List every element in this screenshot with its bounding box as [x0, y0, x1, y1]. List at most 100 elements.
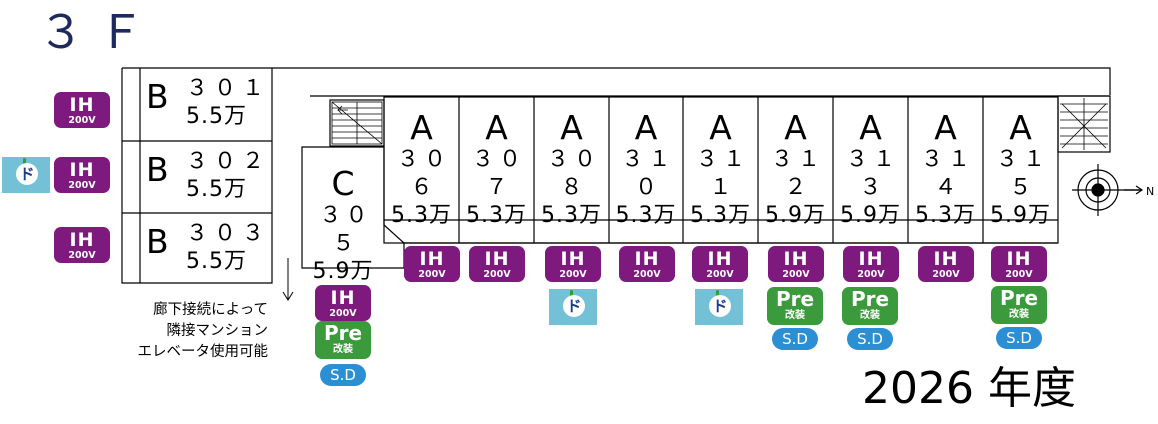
pre-sub: 改装	[785, 310, 805, 321]
ih-voltage: 200V	[559, 269, 587, 280]
smart-door-icon: ド	[549, 289, 597, 325]
room-number: ３０８	[546, 147, 601, 200]
room-number: ３０６	[396, 147, 451, 200]
room-rent: 5.5万	[186, 249, 247, 274]
room-314[interactable]: A ３１４ 5.3万	[908, 110, 983, 230]
ih-label: IH	[783, 248, 809, 270]
corridor-note: 廊下接続によって 隣接マンション エレベータ使用可能	[108, 300, 269, 363]
sd-badge: S.D	[996, 327, 1042, 349]
room-type: A	[859, 108, 882, 147]
room-rent: 5.9万	[312, 259, 374, 284]
ih-voltage: 200V	[418, 269, 446, 280]
room-rent: 5.3万	[615, 203, 677, 228]
room-303[interactable]: B ３０３ 5.5万	[140, 213, 272, 283]
room-type: A	[784, 108, 807, 147]
room-type: A	[634, 108, 658, 147]
room-rent: 5.3万	[915, 203, 976, 228]
ih-label: IH	[69, 229, 95, 251]
room-type: A	[485, 108, 508, 147]
ih-label: IH	[560, 248, 586, 270]
ih-voltage: 200V	[68, 250, 96, 261]
compass-label: N	[1146, 185, 1154, 198]
room-311[interactable]: A ３１１ 5.3万	[683, 110, 758, 230]
ih-label: IH	[707, 248, 733, 270]
ih-label: IH	[419, 248, 445, 270]
year-label: 2026 年度	[862, 363, 1076, 414]
note-line: 隣接マンション	[166, 323, 269, 339]
room-type: A	[410, 108, 433, 147]
room-302[interactable]: B ３０２ 5.5万	[140, 141, 272, 213]
sd-badge: S.D	[847, 328, 893, 350]
room-312[interactable]: A ３１２ 5.9万	[758, 110, 833, 230]
room-type: B	[146, 77, 169, 116]
room-313[interactable]: A ３１３ 5.9万	[833, 110, 908, 230]
ih-voltage: 200V	[68, 115, 96, 126]
pre-sub: 改装	[1009, 309, 1029, 320]
building-outline-top	[122, 67, 1111, 95]
room-number: ３１２	[770, 147, 825, 200]
room-number: ３０２	[186, 149, 271, 174]
room-number: ３０５	[319, 203, 372, 256]
compass-icon	[1072, 164, 1144, 216]
smart-door-icon: ド	[695, 289, 743, 325]
sd-badge: S.D	[320, 364, 366, 386]
ih-voltage: 200V	[483, 269, 511, 280]
room-rent: 5.9万	[765, 203, 826, 228]
room-305[interactable]: C ３０５ 5.9万	[302, 166, 384, 286]
room-number: ３１４	[920, 147, 975, 200]
smart-door-icon: ド	[2, 157, 50, 193]
room-rent: 5.9万	[990, 203, 1051, 228]
ih-label: IH	[634, 248, 660, 270]
ih-voltage: 200V	[782, 269, 810, 280]
pre-label: Pre	[323, 321, 363, 345]
room-307[interactable]: A ３０７ 5.3万	[459, 110, 534, 230]
pre-label: Pre	[775, 287, 815, 311]
ih-voltage: 200V	[1005, 269, 1033, 280]
ih-label: IH	[330, 287, 356, 309]
door-label: ド	[709, 295, 731, 317]
room-306[interactable]: A ３０６ 5.3万	[384, 110, 459, 230]
ih-label: IH	[1006, 248, 1032, 270]
ih-voltage: 200V	[706, 269, 734, 280]
room-301[interactable]: B ３０１ 5.5万	[140, 68, 272, 141]
pre-label: Pre	[850, 287, 890, 311]
ih-label: IH	[69, 94, 95, 116]
ih-voltage: 200V	[633, 269, 661, 280]
ih-label: IH	[484, 248, 510, 270]
b-block-outline	[121, 68, 273, 284]
room-rent: 5.3万	[690, 203, 751, 228]
note-line: 廊下接続によって	[153, 302, 268, 318]
stairs-icon	[1060, 98, 1108, 150]
room-310[interactable]: A ３１０ 5.3万	[609, 110, 683, 230]
ih-label: IH	[69, 159, 95, 181]
room-type: A	[560, 108, 583, 147]
note-line: エレベータ使用可能	[137, 344, 269, 360]
down-arrow-icon	[282, 258, 294, 301]
room-315[interactable]: A ３１５ 5.9万	[983, 110, 1058, 230]
pre-label: Pre	[999, 286, 1039, 310]
room-type: B	[146, 222, 169, 261]
room-number: ３１５	[995, 147, 1050, 200]
floor-title: ３Ｆ	[38, 5, 158, 59]
room-type: A	[709, 108, 732, 147]
door-label: ド	[16, 163, 38, 185]
door-label: ド	[563, 295, 585, 317]
ih-voltage: 200V	[857, 269, 885, 280]
stairs-right-outline	[1057, 95, 1111, 153]
room-308[interactable]: A ３０８ 5.3万	[534, 110, 609, 230]
room-rent: 5.3万	[391, 203, 452, 228]
ih-label: IH	[933, 248, 959, 270]
